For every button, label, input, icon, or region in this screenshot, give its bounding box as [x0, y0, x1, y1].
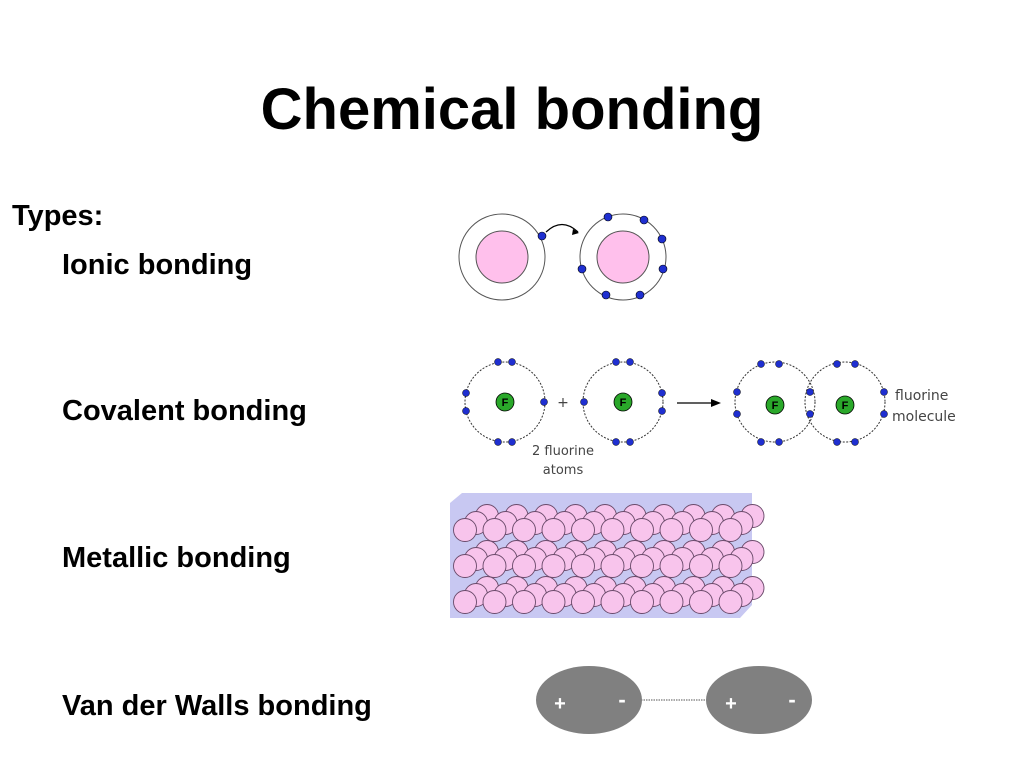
- negative-pole: -: [618, 687, 625, 712]
- metal-atom: [453, 590, 477, 614]
- metal-atom: [482, 590, 507, 614]
- item-metallic-bonding: Metallic bonding: [62, 542, 291, 574]
- molecule-label: molecule: [892, 409, 956, 425]
- item-van-der-walls-bonding: Van der Walls bonding: [62, 690, 372, 722]
- metal-atom: [689, 554, 713, 578]
- metal-atom: [482, 518, 507, 542]
- metal-atom: [689, 518, 713, 542]
- positive-pole: +: [725, 693, 737, 715]
- metal-atom: [600, 518, 625, 542]
- metal-atom: [630, 554, 654, 578]
- metal-atom: [482, 554, 507, 578]
- fluorine-cores: [495, 392, 855, 415]
- atom-symbol: F: [620, 397, 627, 409]
- van-der-waals-diagram: + - + -: [536, 666, 812, 734]
- metal-atom: [571, 554, 595, 578]
- electron: [537, 231, 547, 241]
- dipole-molecule: + -: [536, 666, 642, 734]
- positive-pole: +: [554, 693, 566, 715]
- atoms-label: 2 fluorine: [532, 444, 594, 459]
- metal-atom: [659, 518, 684, 542]
- atoms-label: atoms: [543, 463, 584, 478]
- metal-atom: [512, 554, 536, 578]
- item-ionic-bonding: Ionic bonding: [62, 249, 253, 281]
- plus-sign: +: [557, 395, 569, 411]
- metal-atom: [718, 554, 743, 578]
- acceptor-ion: [577, 212, 668, 301]
- metallic-lattice-diagram: [450, 493, 765, 618]
- metal-atom: [541, 518, 566, 542]
- transfer-arrow: [545, 223, 579, 233]
- metal-atom: [571, 518, 595, 542]
- metal-atom: [718, 590, 743, 614]
- covalent-bonding-diagram: F F F F + 2 fluorine atoms fluorine mole…: [462, 358, 956, 478]
- metal-atom: [541, 590, 566, 614]
- metal-atom: [512, 518, 536, 542]
- dipole-molecule: + -: [706, 666, 812, 734]
- slide-title: Chemical bonding: [260, 77, 764, 142]
- metal-atom: [571, 590, 595, 614]
- molecule-label: fluorine: [895, 388, 948, 404]
- atom-symbol: F: [842, 400, 849, 412]
- item-covalent-bonding: Covalent bonding: [62, 395, 307, 427]
- types-heading: Types:: [12, 200, 104, 232]
- metal-atom: [453, 554, 477, 578]
- metal-atom: [453, 518, 477, 542]
- metal-atom: [630, 518, 654, 542]
- metal-atom: [689, 590, 713, 614]
- donor-atom: [458, 213, 547, 301]
- atom-symbol: F: [502, 397, 509, 409]
- metal-atom: [659, 554, 684, 578]
- metal-atom: [718, 518, 743, 542]
- atom-symbol: F: [772, 400, 779, 412]
- ionic-bonding-diagram: [458, 212, 668, 301]
- metal-atom: [600, 554, 625, 578]
- metal-atom: [600, 590, 625, 614]
- reaction-arrow: [677, 399, 721, 407]
- metal-atom: [630, 590, 654, 614]
- metal-atom: [512, 590, 536, 614]
- metal-atom: [541, 554, 566, 578]
- metal-atom: [659, 590, 684, 614]
- negative-pole: -: [788, 687, 795, 712]
- valence-electrons: [462, 358, 888, 446]
